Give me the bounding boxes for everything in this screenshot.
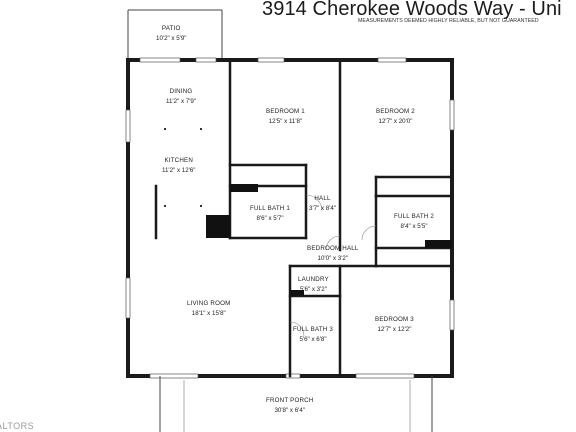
room-name: PATIO — [161, 25, 181, 32]
room-living-room: LIVING ROOM 18'1" x 15'8" — [187, 300, 230, 317]
room-bedroom-2: BEDROOM 2 12'7" x 20'0" — [376, 108, 415, 125]
room-name: LIVING ROOM — [187, 300, 231, 307]
room-dimensions: 5'6" x 3'2" — [299, 286, 327, 293]
porch-outline — [159, 376, 433, 432]
door-swings — [289, 194, 377, 337]
patio-outline — [127, 9, 223, 60]
room-name: FULL BATH 3 — [293, 326, 334, 333]
measurement-disclaimer: MEASUREMENTS DEEMED HIGHLY RELIABLE, BUT… — [358, 18, 539, 24]
porch-rails — [183, 380, 411, 432]
room-name: BEDROOM HALL — [307, 245, 359, 252]
room-dimensions: 12'5" x 11'8" — [268, 118, 303, 125]
watermark-text: ALTORS — [0, 421, 35, 431]
room-name: FULL BATH 1 — [250, 205, 291, 212]
room-bedroom-3: BEDROOM 3 12'7" x 12'2" — [375, 316, 414, 333]
room-hall: HALL 3'7" x 8'4" — [309, 195, 336, 212]
markers — [164, 128, 202, 207]
room-dimensions: 3'7" x 8'4" — [309, 205, 337, 212]
room-front-porch: FRONT PORCH 30'8" x 6'4" — [266, 397, 313, 414]
room-dimensions: 11'2" x 12'6" — [162, 167, 196, 174]
room-name: FULL BATH 2 — [394, 213, 435, 220]
room-dimensions: 8'6" x 5'7" — [256, 215, 284, 222]
room-laundry: LAUNDRY 5'6" x 3'2" — [298, 276, 329, 293]
room-full-bath-2: FULL BATH 2 8'4" x 5'5" — [394, 213, 434, 230]
room-dimensions: 11'2" x 7'9" — [166, 98, 197, 105]
room-patio: PATIO 10'2" x 5'9" — [156, 25, 187, 42]
room-name: BEDROOM 2 — [376, 108, 415, 115]
room-name: BEDROOM 1 — [266, 108, 305, 115]
room-bedroom-1: BEDROOM 1 12'5" x 11'8" — [266, 108, 305, 125]
room-dimensions: 12'7" x 12'2" — [377, 326, 412, 333]
room-name: KITCHEN — [164, 157, 194, 164]
openings — [125, 57, 455, 379]
room-dimensions: 12'7" x 20'0" — [378, 118, 413, 125]
room-full-bath-1: FULL BATH 1 8'6" x 5'7" — [250, 205, 290, 222]
room-dimensions: 18'1" x 15'8" — [191, 310, 226, 317]
room-name: FRONT PORCH — [266, 397, 314, 404]
room-name: LAUNDRY — [298, 276, 329, 283]
room-bedroom-hall: BEDROOM HALL 10'0" x 3'2" — [307, 245, 359, 262]
listing-title: 3914 Cherokee Woods Way - Uni — [262, 0, 562, 20]
room-dimensions: 10'0" x 3'2" — [317, 255, 349, 262]
room-dimensions: 30'8" x 6'4" — [274, 407, 305, 414]
room-dimensions: 10'2" x 5'9" — [156, 35, 187, 42]
room-name: BEDROOM 3 — [375, 316, 414, 323]
room-dimensions: 8'4" x 5'5" — [400, 223, 428, 230]
room-kitchen: KITCHEN 11'2" x 12'6" — [162, 157, 195, 174]
room-full-bath-3: FULL BATH 3 5'6" x 6'8" — [293, 326, 333, 343]
room-dimensions: 5'6" x 6'8" — [299, 336, 327, 343]
room-dining: DINING 11'2" x 7'9" — [166, 88, 196, 105]
room-name: HALL — [314, 195, 331, 202]
room-name: DINING — [169, 88, 193, 95]
fixtures — [206, 184, 452, 296]
